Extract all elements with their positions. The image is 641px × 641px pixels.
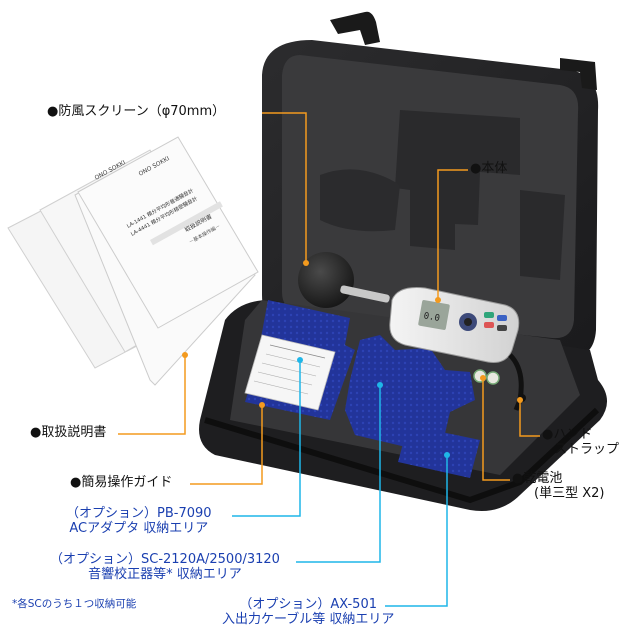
- option-sc-label: （オプション）SC-2120A/2500/3120 音響校正器等* 収納エリア: [50, 552, 280, 583]
- option-sc-line1: （オプション）SC-2120A/2500/3120: [50, 552, 280, 567]
- option-pb7090-line2: ACアダプタ 収納エリア: [69, 520, 209, 536]
- meter-display-reading: 0.0: [423, 311, 441, 324]
- option-pb7090-line1: （オプション）PB-7090: [66, 506, 212, 521]
- battery-label-line2: (単三型 X2): [534, 485, 605, 501]
- hand-strap-label: ●ハンド ストラップ: [542, 427, 620, 458]
- windscreen-label: ●防風スクリーン（φ70mm）: [47, 104, 226, 119]
- hand-strap-label-line1: ●ハンド: [542, 427, 593, 442]
- option-ax501-line2: 入出力ケーブル等 収納エリア: [222, 611, 395, 627]
- option-sc-line2: 音響校正器等* 収納エリア: [88, 566, 242, 582]
- manual-label: ●取扱説明書: [30, 425, 107, 440]
- manual-stack: ONO SOKKI ONO SOKKI LA-1441 精分平均形普通騒音計 L…: [7, 136, 259, 386]
- footnote: *各SCのうち１つ収納可能: [12, 598, 137, 610]
- main-unit-label: ●本体: [470, 161, 508, 176]
- inner-paper-card: [244, 334, 336, 411]
- battery-label: ●乾電池 (単三型 X2): [512, 471, 605, 502]
- hand-strap-label-line2: ストラップ: [554, 441, 620, 457]
- quick-guide-label: ●簡易操作ガイド: [70, 475, 173, 490]
- option-ax501-label: （オプション）AX-501 入出力ケーブル等 収納エリア: [222, 597, 395, 628]
- option-ax501-line1: （オプション）AX-501: [239, 597, 377, 612]
- battery-label-line1: ●乾電池: [512, 471, 563, 486]
- windscreen-ball: [298, 252, 354, 308]
- option-pb7090-label: （オプション）PB-7090 ACアダプタ 収納エリア: [66, 506, 212, 537]
- sound-level-meter: 0.0: [340, 285, 520, 363]
- callout-lines: [118, 112, 540, 607]
